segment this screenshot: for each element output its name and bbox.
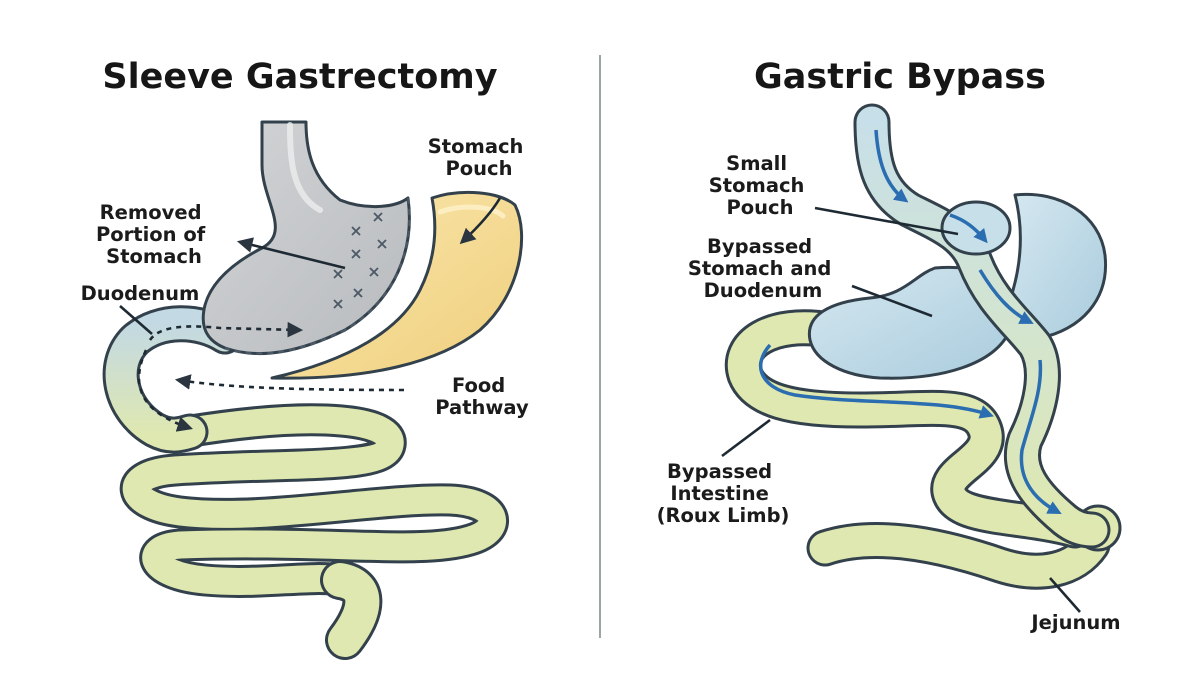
label-bypassed-intestine: Bypassed Intestine (Roux Limb) bbox=[657, 460, 790, 527]
label-removed-portion: Removed Portion of Stomach bbox=[96, 201, 212, 268]
bypassed-stomach bbox=[807, 192, 1108, 380]
leader-bypassed-stomach bbox=[851, 284, 933, 318]
label-small-pouch: Small Stomach Pouch bbox=[709, 152, 811, 219]
sleeve-stomach-pouch bbox=[270, 190, 524, 380]
leader-bypassed-intestine bbox=[721, 418, 771, 458]
staple-marks bbox=[333, 212, 387, 309]
right-panel-title: Gastric Bypass bbox=[754, 57, 1046, 97]
duodenum-loop bbox=[102, 305, 244, 454]
leader-jejunum bbox=[1049, 577, 1081, 613]
leader-small-pouch bbox=[814, 206, 959, 236]
left-panel-title: Sleeve Gastrectomy bbox=[102, 57, 497, 97]
right-panel: Gastric Bypass bbox=[657, 57, 1122, 634]
leader-stomach-pouch bbox=[459, 197, 502, 245]
left-small-intestine bbox=[119, 403, 509, 660]
leader-removed-portion bbox=[236, 237, 346, 270]
roux-limb bbox=[853, 103, 1111, 549]
label-food-pathway: Food Pathway bbox=[435, 374, 529, 419]
removed-stomach bbox=[201, 120, 411, 356]
label-jejunum: Jejunum bbox=[1029, 611, 1120, 634]
leader-duodenum bbox=[119, 305, 153, 335]
food-pathway-arrows bbox=[137, 321, 405, 432]
label-duodenum: Duodenum bbox=[81, 282, 200, 305]
left-panel: Sleeve Gastrectomy bbox=[81, 57, 530, 660]
bypassed-intestine bbox=[724, 309, 1094, 549]
jejunum bbox=[806, 504, 1122, 590]
label-stomach-pouch: Stomach Pouch bbox=[428, 135, 530, 180]
label-bypassed-stomach: Bypassed Stomach and Duodenum bbox=[688, 235, 838, 302]
